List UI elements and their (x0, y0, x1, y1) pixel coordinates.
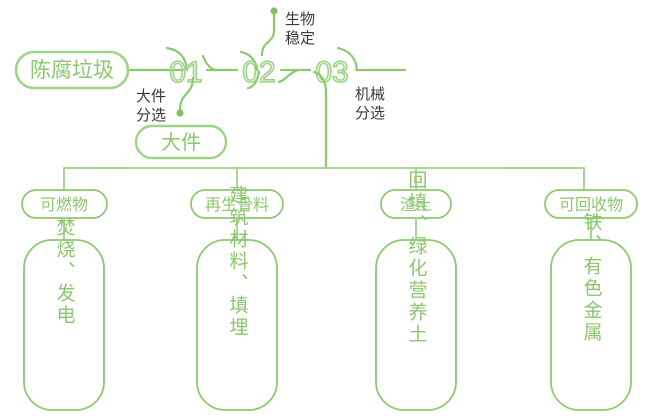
stage-01-number: 01 (169, 56, 202, 89)
stage-02-number: 02 (242, 56, 275, 89)
stage-02-group[interactable]: 02 (239, 7, 278, 90)
stage-02-arc-top (239, 50, 259, 72)
stage-02-arc-bottom (246, 70, 261, 90)
output-aggregate-label: 再生骨料 (205, 196, 269, 214)
stage-02-annotation-stem (260, 12, 276, 57)
line-02-03-riser (277, 68, 300, 84)
side-output-node[interactable]: 大件 (134, 124, 228, 160)
output-combustible[interactable]: 可燃物 焚烧、发电 (21, 189, 108, 411)
stage-01-branch (176, 76, 195, 117)
stage-02-annotation: 生物 稳定 (285, 11, 315, 47)
stage-01-branch-line (178, 76, 195, 112)
stage-01-group[interactable]: 01 (165, 46, 218, 90)
stage-02-annotation-line2: 稳定 (285, 30, 315, 47)
stage-03-number: 03 (315, 56, 348, 89)
source-node-pill (14, 50, 130, 90)
output-recyclable-detail: 铁、有色金属 (581, 212, 603, 344)
output-aggregate[interactable]: 再生骨料 建筑材料、填埋 (190, 185, 284, 411)
output-combustible-detail-box (23, 239, 105, 411)
output-slag-detail-box (375, 239, 457, 411)
distribution-bus (63, 167, 585, 191)
output-aggregate-detail: 建筑材料、填埋 (227, 185, 249, 339)
output-combustible-label: 可燃物 (40, 196, 88, 214)
stage-02-annotation-dot (270, 7, 278, 15)
stage-03-annotation-line2: 分选 (355, 105, 385, 122)
stage-01-annotation-line2: 分选 (136, 107, 166, 124)
stage-03-annotation-line1: 机械 (355, 86, 385, 103)
output-recyclable-detail-box (550, 239, 632, 411)
output-slag[interactable]: 渣土 回填、绿化营养土 (375, 170, 457, 411)
source-node[interactable]: 陈腐垃圾 (14, 50, 130, 90)
stage-01-arc-right (201, 54, 218, 72)
stage-01-annotation: 大件 分选 (136, 88, 166, 124)
stage-02-annotation-line1: 生物 (285, 11, 315, 28)
output-slag-detail: 回填、绿化营养土 (406, 170, 428, 346)
source-node-label: 陈腐垃圾 (30, 59, 114, 82)
stage-03-trunk (312, 70, 328, 170)
riser-left-curve (277, 68, 300, 84)
stage-01-arc-top (165, 46, 189, 72)
stage-03-group[interactable]: 03 (312, 46, 359, 170)
side-output-pill (134, 124, 228, 160)
stage-01-branch-dot (176, 109, 184, 117)
stage-03-annotation: 机械 分选 (355, 86, 385, 122)
output-recyclable[interactable]: 可回收物 铁、有色金属 (544, 189, 638, 411)
output-combustible-detail: 焚烧、发电 (54, 217, 76, 327)
stage-03-arc-top (336, 46, 359, 72)
output-recyclable-label: 可回收物 (559, 196, 623, 214)
output-slag-label: 渣土 (400, 196, 432, 214)
stage-01-annotation-line1: 大件 (136, 88, 166, 105)
side-output-label: 大件 (161, 131, 201, 154)
output-aggregate-detail-box (196, 239, 278, 411)
